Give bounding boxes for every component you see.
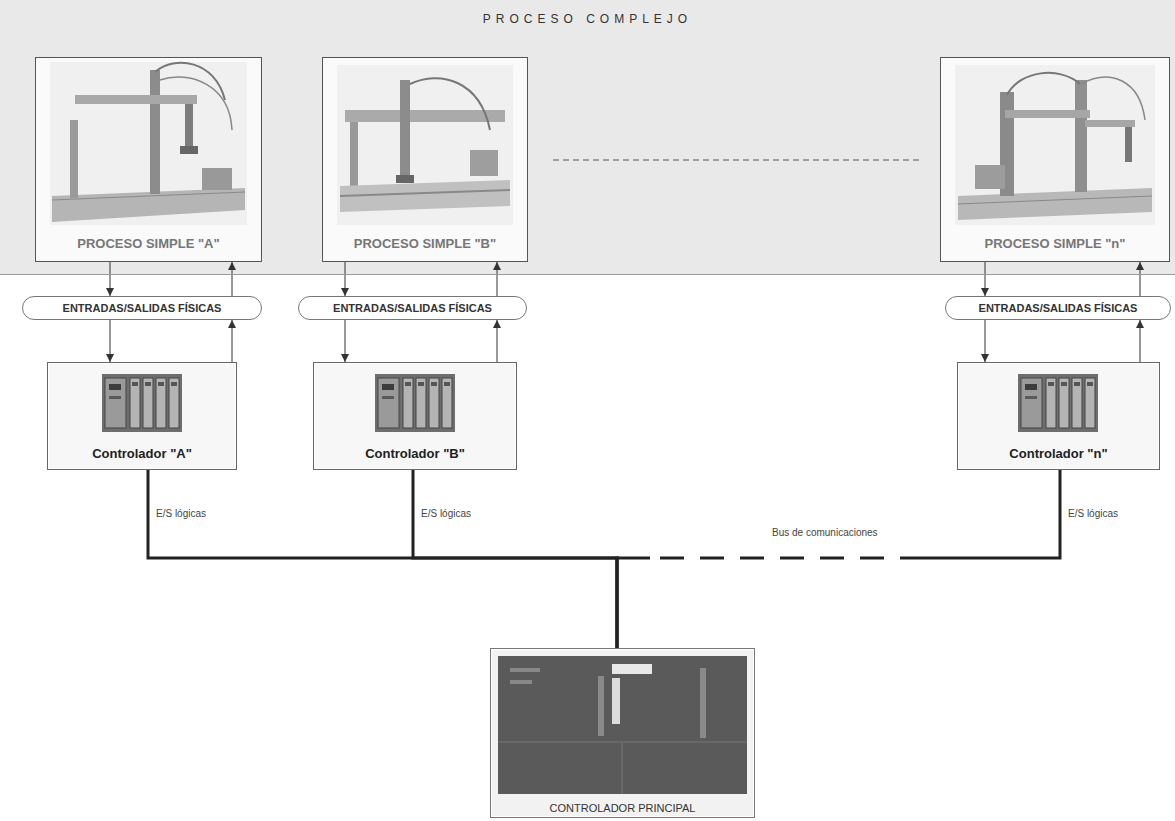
node-label: Controlador "n": [1009, 446, 1107, 461]
signal-arrow: [345, 320, 346, 362]
plc-icon: [1018, 374, 1098, 432]
signal-arrow: [232, 320, 233, 362]
box-fill: [959, 364, 1158, 468]
controller-box: Controlador "n": [957, 362, 1160, 470]
node-label: PROCESO SIMPLE "B": [354, 236, 496, 251]
process-box: PROCESO SIMPLE "n": [940, 57, 1170, 262]
bus-label: Bus de comunicaciones: [770, 527, 880, 538]
node-label: CONTROLADOR PRINCIPAL: [550, 802, 696, 814]
io-pill: ENTRADAS/SALIDAS FÍSICAS: [298, 296, 527, 320]
signal-arrow: [1140, 320, 1141, 362]
process-box: PROCESO SIMPLE "A": [35, 57, 262, 262]
node-label: ENTRADAS/SALIDAS FÍSICAS: [979, 302, 1138, 314]
edge-label: E/S lógicas: [154, 508, 208, 519]
node-label: ENTRADAS/SALIDAS FÍSICAS: [63, 302, 222, 314]
node-label: Controlador "B": [365, 446, 465, 461]
node-label: PROCESO SIMPLE "A": [77, 236, 219, 251]
edge-label: E/S lógicas: [419, 508, 473, 519]
plc-icon: [102, 374, 182, 432]
machine-photo: [50, 62, 247, 225]
main-controller-box: CONTROLADOR PRINCIPAL: [490, 648, 755, 818]
node-label: PROCESO SIMPLE "n": [985, 236, 1126, 251]
box-fill: [940, 57, 1170, 262]
bus-line: [617, 470, 1060, 648]
box-fill: [322, 57, 528, 262]
io-pill: ENTRADAS/SALIDAS FÍSICAS: [945, 296, 1171, 320]
bus-line: [413, 470, 617, 648]
band-fill: [0, 0, 1175, 275]
signal-arrow: [985, 262, 986, 296]
bus-line: [148, 470, 617, 648]
node-label: Controlador "A": [92, 446, 192, 461]
box-fill: [49, 364, 235, 468]
controller-box: Controlador "B": [313, 362, 517, 470]
edge-label: E/S lógicas: [1066, 508, 1120, 519]
signal-arrow: [497, 262, 498, 296]
box-fill: [35, 57, 262, 262]
machine-photo: [337, 65, 513, 225]
signal-arrow: [1140, 262, 1141, 296]
plc-icon: [375, 374, 455, 432]
machine-photo: [955, 65, 1155, 225]
box-fill: [315, 364, 515, 468]
process-band: PROCESO COMPLEJO PROCESO SIMPLE "A" PROCES…: [0, 0, 1175, 275]
node-label: PROCESO COMPLEJO: [483, 12, 692, 26]
controller-box: Controlador "A": [47, 362, 237, 470]
io-pill: ENTRADAS/SALIDAS FÍSICAS: [22, 296, 262, 320]
continuation-dashes: [553, 160, 920, 161]
software-screenshot: [492, 650, 753, 816]
node-label: ENTRADAS/SALIDAS FÍSICAS: [333, 302, 492, 314]
process-box: PROCESO SIMPLE "B": [322, 57, 528, 262]
signal-arrow: [497, 320, 498, 362]
signal-arrow: [232, 262, 233, 296]
signal-arrow: [345, 262, 346, 296]
signal-arrow: [985, 320, 986, 362]
signal-arrow: [110, 262, 111, 296]
signal-arrow: [110, 320, 111, 362]
